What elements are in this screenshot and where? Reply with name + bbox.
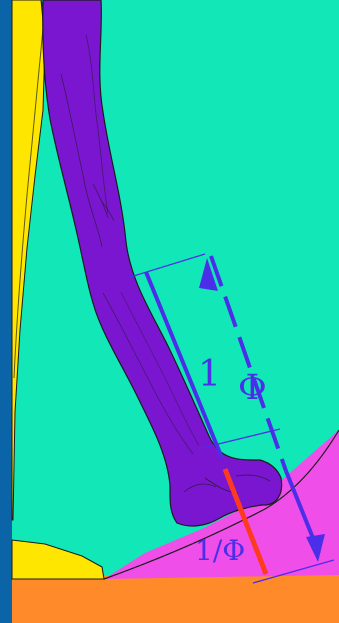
phi-label: Φ [238, 368, 267, 408]
inverse-phi-label: 1/Φ [195, 534, 245, 567]
one-label: 1 [198, 354, 221, 395]
orange-ground [12, 575, 339, 623]
